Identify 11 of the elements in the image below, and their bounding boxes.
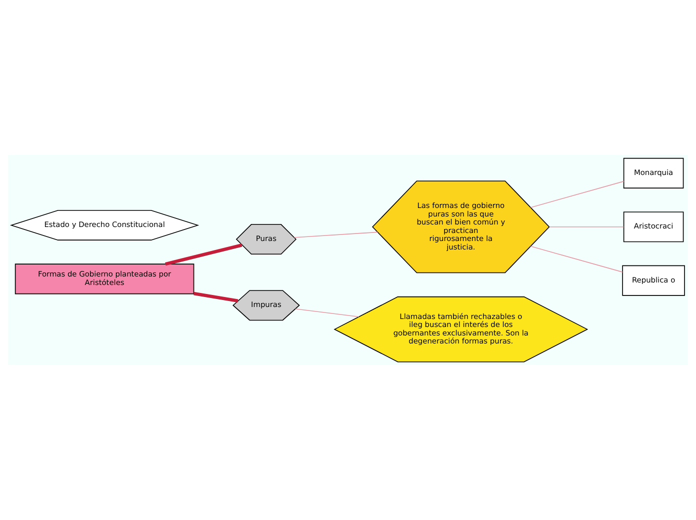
connector: [294, 232, 378, 238]
connector: [530, 246, 623, 272]
connector: [530, 180, 624, 208]
node-box: Aristocraci: [623, 212, 684, 242]
node-box: Formas de Gobierno planteadas por Aristóteles: [14, 264, 194, 294]
connector: [194, 292, 238, 302]
node-box: Monarquia: [623, 158, 684, 188]
node-box: Republica o: [622, 265, 685, 296]
connector: [165, 244, 242, 266]
connector: [549, 226, 624, 228]
connector: [295, 308, 360, 318]
